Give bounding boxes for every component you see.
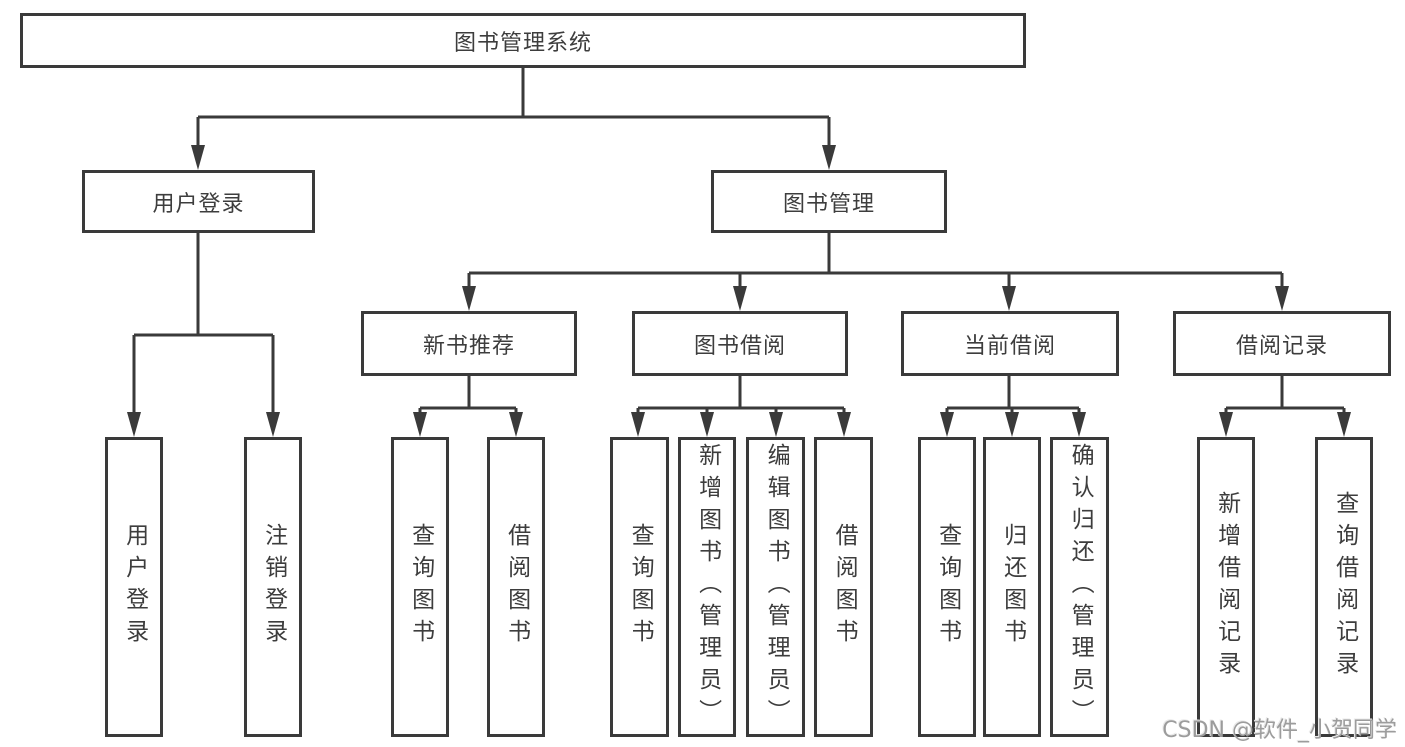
- node-library-management-system: 图书管理系统: [20, 13, 1026, 68]
- connector-records-to-children: [1224, 376, 1346, 414]
- connector-newbook-to-children: [418, 376, 518, 414]
- connector-root-to-level2: [196, 68, 831, 147]
- node-edit-books-admin: 编辑图书（管理员）: [746, 437, 805, 737]
- node-user-login: 用户登录: [105, 437, 163, 737]
- node-label: 查询图书: [627, 523, 654, 651]
- node-label: 查询借阅记录: [1331, 491, 1358, 683]
- node-add-books-admin: 新增图书（管理员）: [678, 437, 736, 737]
- node-borrow-books-recommend: 借阅图书: [487, 437, 545, 737]
- node-book-management: 图书管理: [711, 170, 947, 233]
- node-label: 借阅图书: [831, 523, 858, 651]
- node-label: 查询图书: [934, 523, 961, 651]
- node-label: 新增借阅记录: [1213, 491, 1240, 683]
- node-label: 确认归还（管理员）: [1067, 443, 1094, 731]
- node-user-login-group: 用户登录: [82, 170, 315, 233]
- node-label: 用户登录: [121, 523, 148, 651]
- node-return-books: 归还图书: [983, 437, 1041, 737]
- node-logout-login: 注销登录: [244, 437, 302, 737]
- node-search-books-recommend: 查询图书: [391, 437, 449, 737]
- node-add-borrow-record: 新增借阅记录: [1197, 437, 1255, 737]
- node-label: 新增图书（管理员）: [694, 443, 721, 731]
- node-confirm-return-admin: 确认归还（管理员）: [1050, 437, 1109, 737]
- node-search-books-current: 查询图书: [918, 437, 976, 737]
- csdn-watermark: CSDN @软件_小贺同学: [1162, 718, 1397, 743]
- node-book-borrowing: 图书借阅: [632, 311, 848, 376]
- node-new-book-recommendation: 新书推荐: [361, 311, 577, 376]
- node-label: 编辑图书（管理员）: [763, 443, 790, 731]
- node-current-borrowing: 当前借阅: [901, 311, 1119, 376]
- connector-borrowing-to-children: [636, 376, 846, 414]
- node-label: 查询图书: [407, 523, 434, 651]
- connector-userlogin-to-children: [132, 233, 275, 414]
- node-label: 借阅图书: [503, 523, 530, 651]
- node-label: 注销登录: [260, 523, 287, 651]
- connector-current-to-children: [945, 376, 1081, 414]
- arrowheads: [127, 145, 1351, 437]
- node-borrow-books: 借阅图书: [814, 437, 873, 737]
- node-search-books-borrowing: 查询图书: [610, 437, 669, 737]
- node-search-borrow-record: 查询借阅记录: [1315, 437, 1373, 737]
- connector-bookmgmt-to-level3: [467, 233, 1284, 288]
- node-borrowing-records: 借阅记录: [1173, 311, 1391, 376]
- node-label: 归还图书: [999, 523, 1026, 651]
